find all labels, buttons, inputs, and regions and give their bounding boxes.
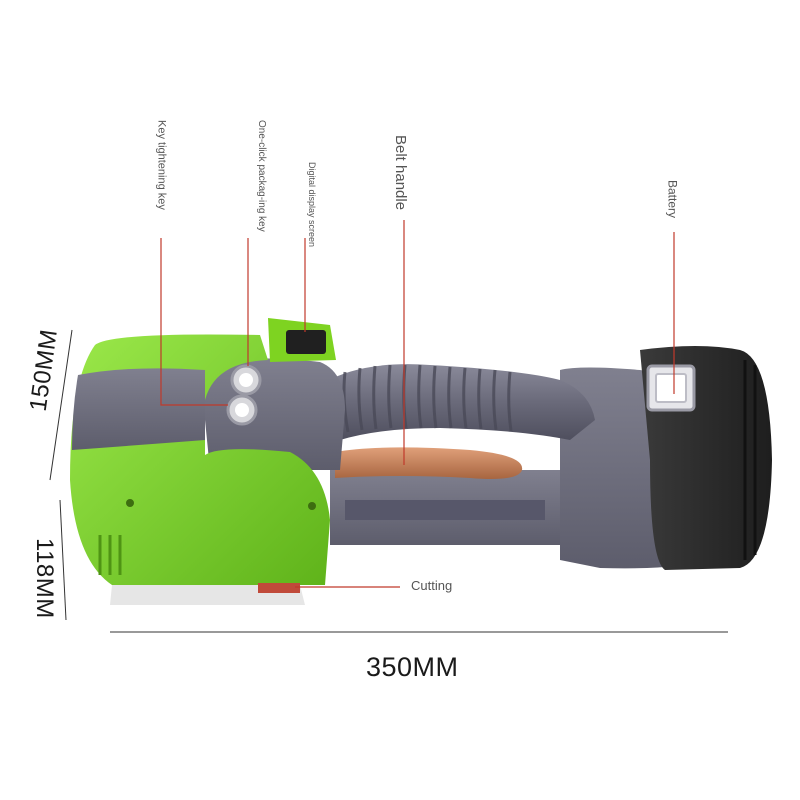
- key-tightening-button-inner: [235, 403, 249, 417]
- side-vents: [98, 535, 122, 575]
- label-key-tightening: Key tightening key: [155, 120, 168, 210]
- label-battery: Battery: [665, 180, 680, 219]
- rail-slot: [345, 500, 545, 520]
- one-click-packaging-button-inner: [239, 373, 253, 387]
- label-belt-handle: Belt handle: [391, 135, 409, 211]
- battery-ribs: [743, 360, 757, 560]
- dimension-lines: [49, 329, 728, 633]
- battery-window-inner: [655, 373, 687, 403]
- label-cutting: Cutting: [411, 578, 453, 593]
- label-digital-display: Digital display screen: [307, 162, 317, 248]
- label-leader-lines: [160, 220, 675, 588]
- base-plate: [110, 585, 305, 605]
- display-screen: [286, 330, 326, 354]
- dimension-depth: 118MM: [31, 538, 58, 619]
- belt-handle-lever: [335, 447, 523, 479]
- grey-band: [72, 368, 205, 450]
- cutting-block: [258, 583, 300, 593]
- screw: [126, 499, 134, 507]
- label-one-click-packaging: One-click packag-ing key: [256, 120, 267, 232]
- dimension-length: 350MM: [366, 652, 459, 682]
- screw: [308, 502, 316, 510]
